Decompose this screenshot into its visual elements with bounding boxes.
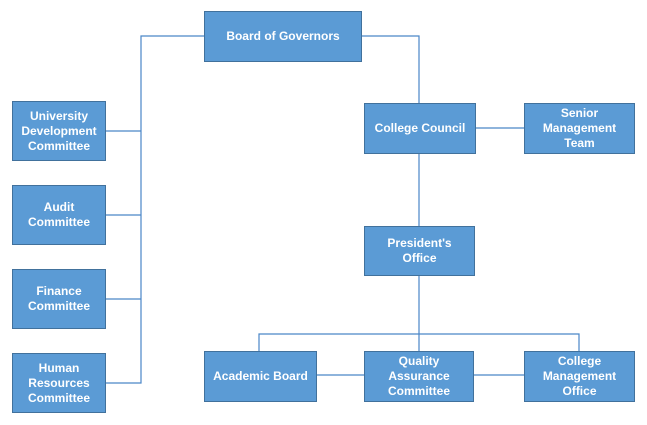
connector-branch-bar bbox=[258, 333, 580, 351]
audit-committee-box: Audit Committee bbox=[12, 185, 106, 245]
university-development-committee-box: University Development Committee bbox=[12, 101, 106, 161]
quality-assurance-committee-box: Quality Assurance Committee bbox=[364, 351, 474, 402]
college-management-office-box: College Management Office bbox=[524, 351, 635, 402]
finance-committee-box: Finance Committee bbox=[12, 269, 106, 329]
connector-board-to-college-council bbox=[362, 35, 420, 103]
human-resources-committee-box: Human Resources Committee bbox=[12, 353, 106, 413]
academic-board-box: Academic Board bbox=[204, 351, 317, 402]
college-council-box: College Council bbox=[364, 103, 476, 154]
senior-management-team-box: Senior Management Team bbox=[524, 103, 635, 154]
board-of-governors-box: Board of Governors bbox=[204, 11, 362, 62]
presidents-office-box: President's Office bbox=[364, 226, 475, 276]
connector-board-to-committees-spine bbox=[106, 35, 204, 384]
